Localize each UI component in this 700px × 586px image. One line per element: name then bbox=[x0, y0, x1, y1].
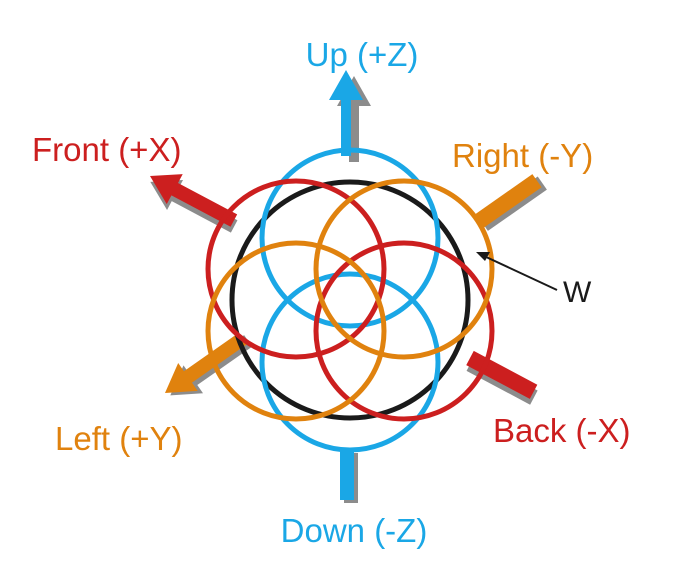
label-right: Right (-Y) bbox=[452, 137, 593, 174]
label-w: W bbox=[563, 276, 592, 309]
front-circle bbox=[205, 178, 387, 360]
down-circle bbox=[259, 271, 441, 453]
label-front: Front (+X) bbox=[32, 131, 181, 168]
left-arrow bbox=[165, 332, 253, 396]
right-circle bbox=[313, 178, 495, 360]
front-arrow bbox=[150, 174, 238, 233]
down-arrow-stub bbox=[340, 450, 358, 503]
label-up: Up (+Z) bbox=[306, 36, 419, 73]
right-arrow-stub bbox=[473, 174, 547, 231]
back-circle bbox=[313, 240, 495, 422]
w-pointer bbox=[476, 252, 558, 291]
back-arrow-stub bbox=[466, 350, 538, 405]
left-circle bbox=[205, 240, 387, 422]
label-left: Left (+Y) bbox=[55, 420, 182, 457]
label-back: Back (-X) bbox=[493, 412, 631, 449]
up-circle bbox=[259, 147, 441, 329]
w-circle bbox=[229, 179, 471, 421]
label-down: Down (-Z) bbox=[281, 512, 428, 549]
up-arrow bbox=[329, 70, 371, 162]
